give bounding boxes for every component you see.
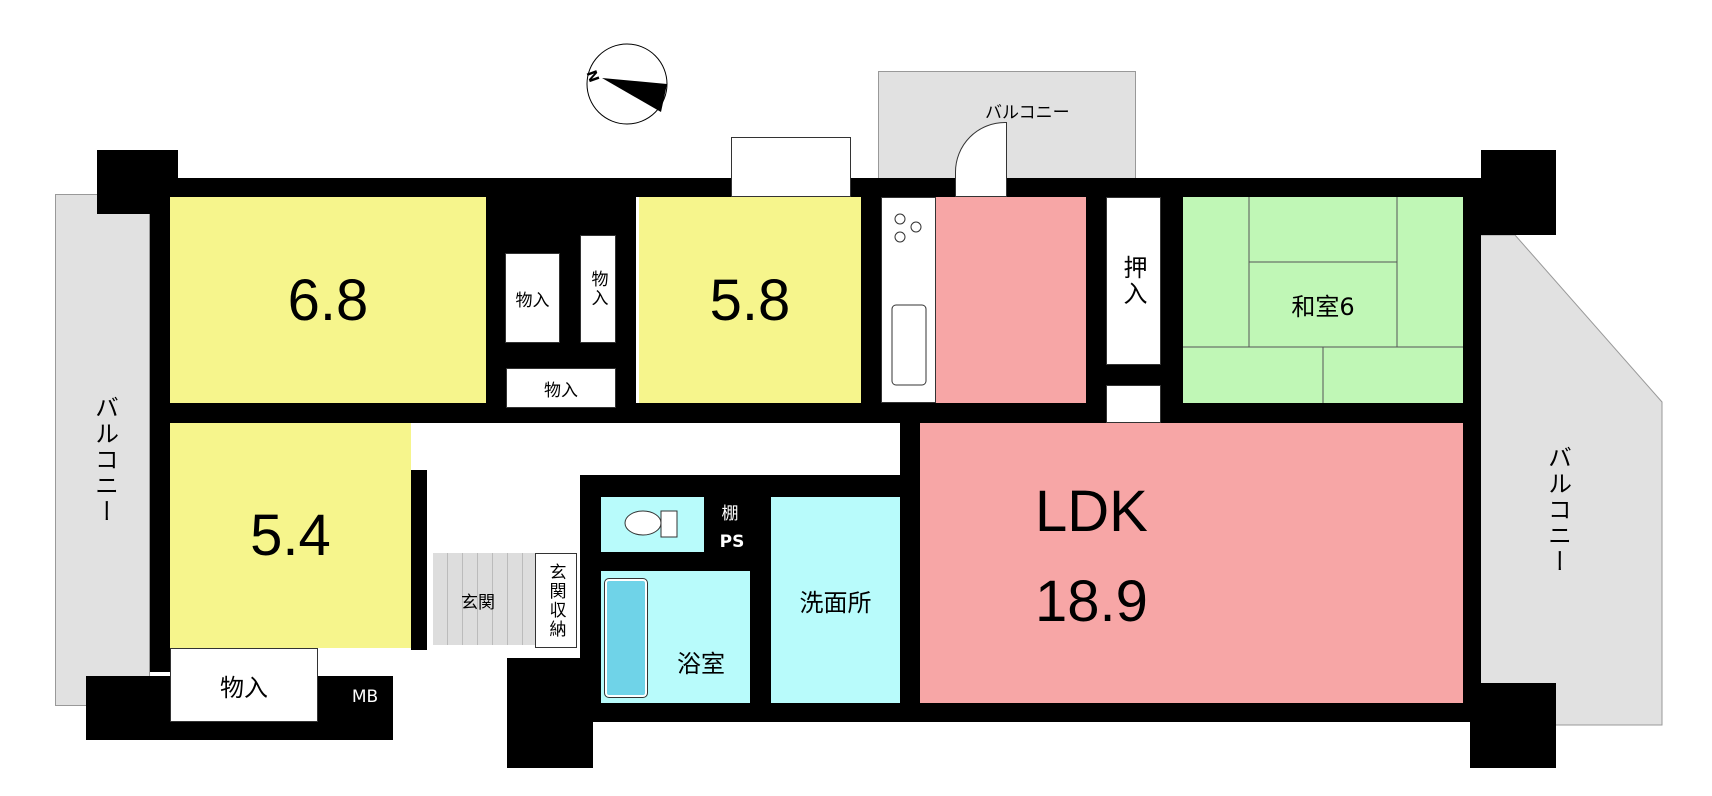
kitchen-counter xyxy=(881,197,936,403)
room-washitsu: 和室6 xyxy=(1183,197,1463,403)
window-top xyxy=(731,137,851,197)
pillar-tr xyxy=(1481,150,1556,235)
pillar-bm xyxy=(507,658,593,768)
room-western-6-8: 6.8 xyxy=(170,197,486,403)
closet-1: 物入 xyxy=(505,253,560,343)
balcony-top-label: バルコニー xyxy=(985,103,1070,123)
wall-left xyxy=(150,197,170,672)
room-western-5-8: 5.8 xyxy=(639,197,861,403)
compass-icon: N xyxy=(584,43,668,125)
tatami-lines xyxy=(1183,197,1463,403)
small-closet xyxy=(1106,385,1161,423)
shelf-label: 棚 xyxy=(721,503,739,524)
room-ldk: LDK 18.9 xyxy=(920,423,1463,703)
wall-kitchen xyxy=(861,197,883,407)
svg-text:N: N xyxy=(584,68,602,84)
balcony-top xyxy=(878,71,1136,181)
stove-sink-icon xyxy=(891,213,927,386)
wall-right xyxy=(1463,197,1481,707)
room-western-5-4: 5.4 xyxy=(170,423,411,648)
wall-mid-h xyxy=(150,403,860,423)
bathroom: 浴室 xyxy=(601,571,750,703)
toilet-icon xyxy=(624,510,678,538)
closet-3: 物入 xyxy=(506,368,616,408)
washroom: 洗面所 xyxy=(771,497,900,703)
ldk-label: LDK xyxy=(1035,479,1148,544)
bathtub xyxy=(604,578,648,698)
ps-label: PS xyxy=(719,532,745,552)
balcony-right-label: バルコニー xyxy=(1543,445,1572,575)
entrance-storage: 玄関収納 xyxy=(535,553,577,648)
oshiire: 押入 xyxy=(1106,197,1161,365)
washitsu-label: 和室6 xyxy=(1291,293,1355,321)
toilet xyxy=(601,497,704,552)
mb-label: MB xyxy=(351,687,379,707)
wall-54-right xyxy=(411,470,427,650)
balcony-left xyxy=(55,194,150,706)
bath-label: 浴室 xyxy=(677,649,725,678)
wall-bottom xyxy=(590,703,1480,722)
balcony-left-label: バルコニー xyxy=(90,395,119,525)
closet-2: 物入 xyxy=(580,235,616,343)
entrance-floor xyxy=(433,553,538,645)
kitchen xyxy=(936,197,1086,403)
ldk-size: 18.9 xyxy=(1035,569,1148,634)
wall-mid-h2 xyxy=(860,403,1480,423)
closet-bottom: 物入 xyxy=(170,648,318,722)
pillar-br xyxy=(1470,683,1556,768)
entrance-label: 玄関 xyxy=(461,592,495,613)
